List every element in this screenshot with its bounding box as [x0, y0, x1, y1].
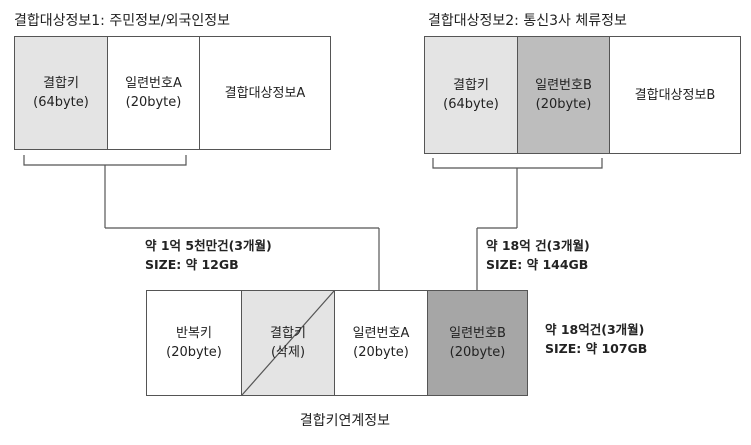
- cell-label: 반복키: [176, 326, 212, 341]
- cell-size: (20byte): [125, 95, 182, 110]
- cell-label: 결합키: [270, 326, 306, 341]
- cell-label: 일련번호A: [125, 76, 182, 91]
- bracket-source1: [23, 155, 187, 166]
- cell-size: (삭제): [270, 345, 306, 360]
- cell-label: 결합대상정보B: [634, 87, 716, 103]
- source2-cell-join-key: 결합키 (64byte): [425, 37, 518, 153]
- source2-cell-target-info-b: 결합대상정보B: [610, 37, 740, 153]
- linked-cell-serial-a: 일련번호A (20byte): [335, 291, 428, 395]
- deleted-slash-icon: [242, 291, 334, 395]
- cell-size: (20byte): [449, 345, 506, 360]
- source1-volume-note: 약 1억 5천만건(3개월) SIZE: 약 12GB: [145, 236, 272, 274]
- linked-record: 반복키 (20byte) 결합키 (삭제) 일련번호A (20byte) 일련번…: [146, 290, 528, 396]
- cell-label: 결합키: [453, 78, 489, 93]
- note-size: SIZE: 약 107GB: [545, 341, 648, 356]
- source1-record: 결합키 (64byte) 일련번호A (20byte) 결합대상정보A: [14, 36, 331, 150]
- source1-cell-join-key: 결합키 (64byte): [15, 37, 108, 149]
- cell-label: 일련번호A: [352, 326, 410, 341]
- source1-cell-target-info-a: 결합대상정보A: [200, 37, 330, 149]
- linked-title: 결합키연계정보: [299, 413, 391, 429]
- source2-cell-serial-b: 일련번호B (20byte): [518, 37, 610, 153]
- note-count: 약 1억 5천만건(3개월): [145, 238, 272, 253]
- note-size: SIZE: 약 12GB: [145, 257, 239, 272]
- linked-cell-repeat-key: 반복키 (20byte): [147, 291, 242, 395]
- cell-size: (20byte): [353, 345, 409, 360]
- linked-cell-serial-b: 일련번호B (20byte): [428, 291, 527, 395]
- note-count: 약 18억건(3개월): [545, 322, 645, 337]
- cell-label: 결합대상정보A: [224, 85, 306, 101]
- cell-size: (20byte): [166, 345, 222, 360]
- cell-label: 일련번호B: [535, 78, 592, 93]
- source1-cell-serial-a: 일련번호A (20byte): [108, 37, 200, 149]
- cell-size: (20byte): [535, 97, 592, 112]
- source2-title: 결합대상정보2: 통신3사 체류정보: [428, 13, 627, 29]
- note-count: 약 18억 건(3개월): [486, 238, 590, 253]
- cell-size: (64byte): [443, 97, 499, 112]
- source2-record: 결합키 (64byte) 일련번호B (20byte) 결합대상정보B: [424, 36, 741, 154]
- linked-cell-join-key-deleted: 결합키 (삭제): [242, 291, 335, 395]
- cell-label: 일련번호B: [449, 326, 506, 341]
- linked-volume-note: 약 18억건(3개월) SIZE: 약 107GB: [545, 320, 647, 358]
- cell-size: (64byte): [33, 95, 89, 110]
- source2-volume-note: 약 18억 건(3개월) SIZE: 약 144GB: [486, 236, 590, 274]
- bracket-source2: [432, 158, 603, 169]
- source1-title: 결합대상정보1: 주민정보/외국인정보: [14, 13, 230, 29]
- note-size: SIZE: 약 144GB: [486, 257, 589, 272]
- cell-label: 결합키: [43, 76, 79, 91]
